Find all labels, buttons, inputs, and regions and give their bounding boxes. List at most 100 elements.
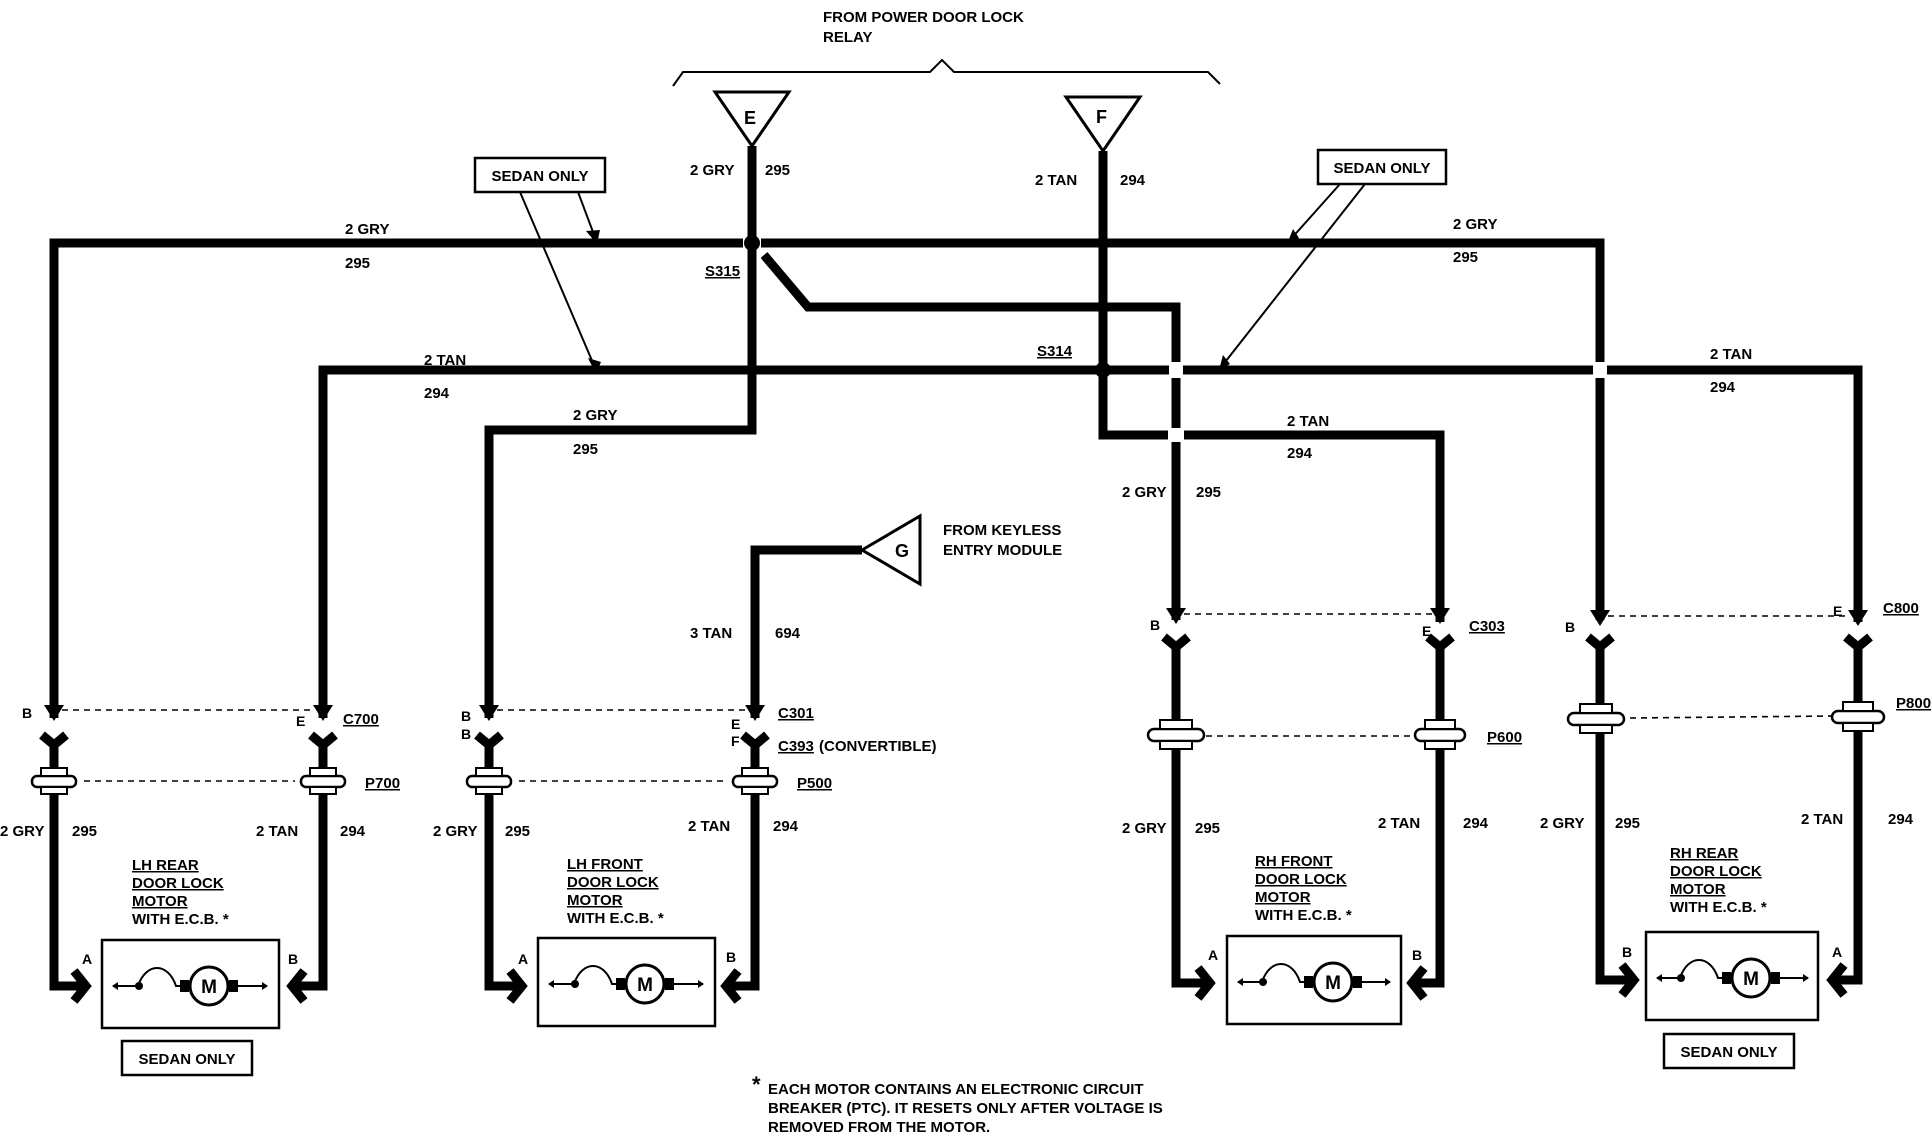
crossing-gap	[1168, 428, 1184, 442]
pin-label: B	[461, 726, 471, 742]
wire-label: 2 TAN	[1035, 172, 1077, 189]
motor-label-line: RH FRONT	[1255, 853, 1333, 870]
wire-label: 2 GRY	[1122, 484, 1166, 501]
motor-ecb-dot	[135, 982, 143, 990]
motor-label-line: WITH E.C.B. *	[567, 910, 664, 927]
wire-label: 295	[1453, 249, 1478, 266]
wire-gry-lh-front	[484, 370, 757, 718]
connector-label: C301	[778, 705, 814, 722]
motor-symbol	[1730, 957, 1772, 999]
motor-lead-arrow	[1385, 978, 1391, 986]
plug-symbol	[1146, 719, 1206, 750]
connector-label: C303	[1469, 618, 1505, 635]
footnote-line3: REMOVED FROM THE MOTOR.	[768, 1119, 990, 1136]
wire-label: 295	[1196, 484, 1221, 501]
keyless-label-line1: FROM KEYLESS	[943, 522, 1061, 539]
plug-symbol	[731, 767, 779, 795]
footnote-line2: BREAKER (PTC). IT RESETS ONLY AFTER VOLT…	[768, 1100, 1163, 1117]
wire-lower	[1171, 642, 1206, 988]
wire-label: 294	[1463, 815, 1489, 832]
wire-label: 294	[773, 818, 799, 835]
motor-lead-arrow	[262, 982, 268, 990]
sedan-only-text: SEDAN ONLY	[1334, 160, 1431, 177]
footnote-star: *	[752, 1072, 761, 1097]
callout-leader	[519, 191, 597, 371]
motor-label-line: MOTOR	[132, 893, 188, 910]
motor-label-line: WITH E.C.B. *	[1670, 899, 1767, 916]
wire-label: 3 TAN	[690, 625, 732, 642]
pin-label: B	[22, 705, 32, 721]
wire-label: 2 TAN	[1710, 346, 1752, 363]
wire-label: 295	[765, 162, 790, 179]
splice-s315-dot	[744, 235, 760, 251]
connector-label: C700	[343, 711, 379, 728]
plug-symbol	[1830, 701, 1886, 732]
terminal-e-triangle	[712, 90, 792, 149]
motor-label-line: WITH E.C.B. *	[132, 911, 229, 928]
wire-label: 2 GRY	[573, 407, 617, 424]
wire-label: 2 TAN	[1378, 815, 1420, 832]
wire-label: 294	[424, 385, 450, 402]
sedan-only-box-lh-rear	[120, 1039, 254, 1077]
footnote-line1: EACH MOTOR CONTAINS AN ELECTRONIC CIRCUI…	[768, 1081, 1144, 1098]
wire-label: 2 GRY	[0, 823, 44, 840]
callout-arrowhead	[1219, 355, 1230, 370]
sedan-only-text: SEDAN ONLY	[1681, 1044, 1778, 1061]
connector-chevron	[474, 731, 504, 751]
wire-label: 295	[1615, 815, 1640, 832]
plug-symbol	[1566, 703, 1626, 734]
terminal-f-triangle	[1063, 95, 1143, 154]
callout-arrowhead	[1287, 229, 1299, 244]
door-branch-rh-rear: B E C800 P800 2 GRY 295 2 TAN 294 B A RH…	[1540, 600, 1931, 1022]
motor-terminal-right	[1826, 962, 1848, 998]
sedan-only-text: SEDAN ONLY	[492, 168, 589, 185]
motor-lead-arrow	[698, 980, 704, 988]
motor-label-line: RH REAR	[1670, 845, 1739, 862]
wire-label: 2 GRY	[690, 162, 734, 179]
splice-s314-label: S314	[1037, 343, 1073, 360]
pin-label: E	[1833, 603, 1842, 619]
motor-label-line: LH FRONT	[567, 856, 643, 873]
motor-symbol	[624, 963, 666, 1005]
sedan-only-callout-right	[1316, 148, 1448, 186]
connector-chevron	[308, 731, 338, 751]
connector-label: P600	[1487, 729, 1522, 746]
motor-symbol	[188, 965, 230, 1007]
callout-leader	[1221, 183, 1366, 367]
sedan-only-box-rh-rear	[1662, 1032, 1796, 1070]
pin-arrowhead	[1166, 608, 1186, 624]
wire-label: 295	[1195, 820, 1220, 837]
wire-label: 295	[573, 441, 598, 458]
pin-label: B	[1412, 947, 1422, 963]
wire-lower	[49, 740, 82, 991]
motor-brush	[180, 980, 189, 992]
pin-arrowhead	[1430, 608, 1450, 624]
motor-label-line: DOOR LOCK	[567, 874, 659, 891]
wire-label: 2 GRY	[1540, 815, 1584, 832]
wire-gry-rh-front	[760, 252, 1181, 620]
wire-lower	[484, 740, 518, 991]
wire-label: 295	[72, 823, 97, 840]
wire-keyless-694	[750, 545, 862, 718]
motor-label-line: WITH E.C.B. *	[1255, 907, 1352, 924]
connector-chevron	[1585, 633, 1615, 653]
motor-ecb-dot	[571, 980, 579, 988]
wire-lower	[1595, 642, 1630, 985]
terminal-f-letter: F	[1096, 107, 1107, 127]
motor-terminal-right	[1406, 965, 1428, 1001]
motor-lead-arrow	[1803, 974, 1809, 982]
relay-brace	[672, 58, 1221, 87]
pin-label: B	[461, 708, 471, 724]
motor-lead-arrow	[1656, 974, 1662, 982]
wire-label: 294	[1888, 811, 1914, 828]
pin-arrowhead	[313, 705, 333, 721]
wire-label: 2 GRY	[345, 221, 389, 238]
wire-label: 294	[1120, 172, 1146, 189]
wire-label: 2 GRY	[433, 823, 477, 840]
wire-lower	[1415, 642, 1445, 988]
motor-symbol-letter: M	[1743, 969, 1759, 990]
motor-brush	[229, 980, 238, 992]
motor-terminal-left	[1194, 965, 1216, 1001]
motor-label-line: DOOR LOCK	[1255, 871, 1347, 888]
plug-symbol	[1413, 719, 1467, 750]
